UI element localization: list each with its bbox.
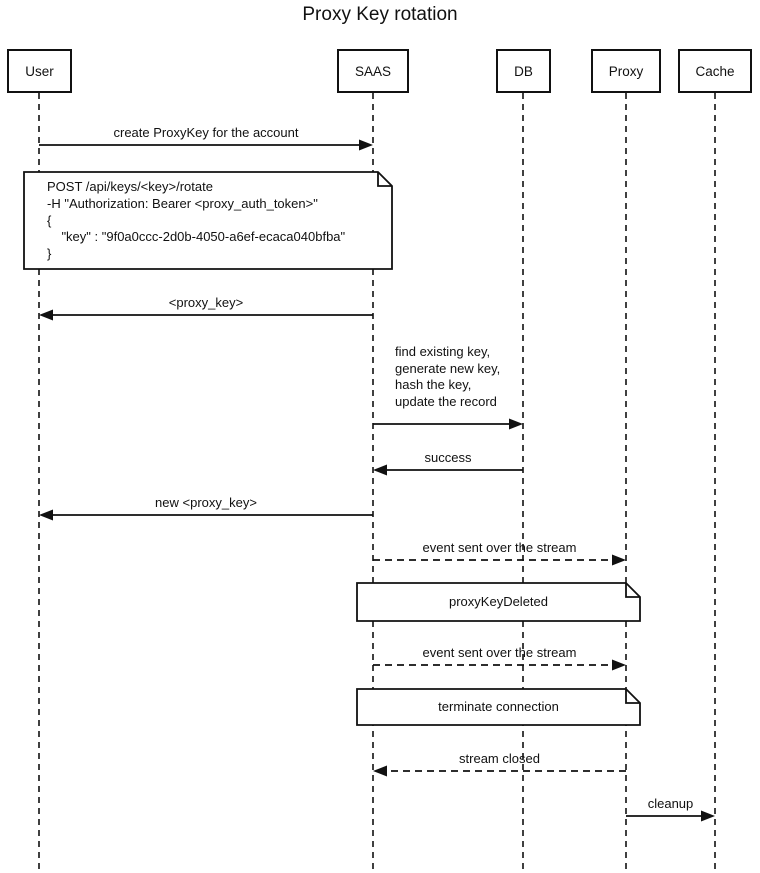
message-label-stream-closed: stream closed: [373, 751, 626, 768]
note-text-line: }: [47, 246, 52, 262]
arrowhead-icon: [612, 659, 626, 671]
note-text-line: terminate connection: [438, 698, 559, 714]
actor-db: DB: [496, 49, 551, 93]
diagram-title: Proxy Key rotation: [302, 4, 458, 25]
note-text-proxy-key-deleted: proxyKeyDeleted: [357, 583, 640, 621]
message-label-line: find existing key,: [395, 344, 491, 359]
note-fold-icon: [625, 583, 640, 598]
arrowhead-icon: [612, 554, 626, 566]
message-label-return-proxy-key: <proxy_key>: [39, 295, 373, 312]
note-shape-terminate-connection: [356, 688, 641, 726]
arrowhead-icon: [39, 309, 53, 321]
note-text-line: {: [47, 212, 52, 228]
message-label-new-proxy-key: new <proxy_key>: [39, 495, 373, 512]
message-label-line: cleanup: [647, 795, 694, 811]
message-label-line: create ProxyKey for the account: [113, 124, 299, 140]
message-label-line: <proxy_key>: [168, 294, 244, 310]
arrowhead-icon: [39, 509, 53, 521]
arrowhead-icon: [359, 139, 373, 151]
note-text-line: -H "Authorization: Bearer <proxy_auth_to…: [47, 195, 318, 211]
message-label-line: event sent over the stream: [422, 539, 577, 555]
actor-user: User: [7, 49, 72, 93]
message-label-event-stream-2: event sent over the stream: [373, 645, 626, 662]
actor-label: DB: [514, 63, 533, 79]
message-label-line: success: [424, 449, 472, 465]
message-label-db-success: success: [373, 450, 523, 467]
actor-label: User: [25, 63, 54, 79]
message-label-line: event sent over the stream: [422, 644, 577, 660]
note-text-rotate-request: POST /api/keys/<key>/rotate-H "Authoriza…: [24, 172, 392, 269]
message-label-line: stream closed: [459, 750, 540, 766]
message-label-create-proxykey: create ProxyKey for the account: [39, 125, 373, 142]
actor-cache: Cache: [678, 49, 752, 93]
message-label-update-record: find existing key,generate new key,hash …: [395, 344, 500, 410]
actor-label: SAAS: [354, 63, 392, 79]
note-text-line: "key" : "9f0a0ccc-2d0b-4050-a6ef-ecaca04…: [47, 229, 346, 245]
actor-label: Cache: [695, 63, 735, 79]
actor-label: Proxy: [608, 63, 644, 79]
actor-saas: SAAS: [337, 49, 409, 93]
note-text-line: POST /api/keys/<key>/rotate: [47, 179, 213, 194]
message-label-event-stream-1: event sent over the stream: [373, 540, 626, 557]
note-shape-rotate-request: [23, 171, 393, 270]
note-shape-proxy-key-deleted: [356, 582, 641, 622]
note-text-terminate-connection: terminate connection: [357, 689, 640, 725]
message-label-cleanup: cleanup: [626, 796, 715, 813]
message-label-line: generate new key,: [395, 360, 501, 376]
arrowhead-icon: [701, 810, 715, 822]
actor-proxy: Proxy: [591, 49, 661, 93]
arrowhead-icon: [509, 418, 523, 430]
note-fold-icon: [377, 172, 392, 187]
note-fold-icon: [625, 689, 640, 704]
message-label-line: hash the key,: [395, 377, 472, 392]
arrowhead-icon: [373, 464, 387, 476]
note-text-line: proxyKeyDeleted: [449, 593, 548, 609]
arrowhead-icon: [373, 765, 387, 777]
message-label-line: update the record: [395, 393, 497, 409]
message-label-line: new <proxy_key>: [155, 494, 257, 510]
